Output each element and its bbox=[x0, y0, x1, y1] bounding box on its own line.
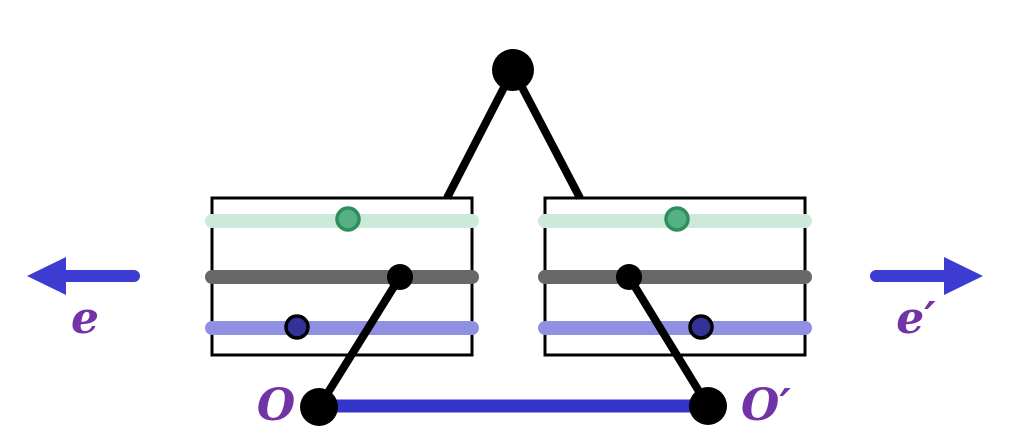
left-arrow-head-icon bbox=[27, 257, 66, 295]
label-e: e bbox=[71, 293, 99, 344]
origin-node-O-prime bbox=[689, 387, 727, 425]
left-green-marker bbox=[335, 206, 361, 232]
right-arrow bbox=[870, 257, 983, 295]
label-e-prime: e′ bbox=[896, 293, 936, 344]
right-arrow-head-icon bbox=[944, 257, 983, 295]
apex-node bbox=[492, 49, 534, 91]
apex-to-left-block-edge bbox=[443, 68, 517, 200]
left-navy-marker bbox=[284, 314, 310, 340]
origin-node-O bbox=[300, 388, 338, 426]
apex-to-right-block-edge bbox=[509, 68, 584, 200]
left-band-node-to-origin-edge bbox=[315, 274, 404, 410]
left-arrow bbox=[27, 257, 140, 295]
right-green-marker bbox=[664, 206, 690, 232]
label-O-prime: O′ bbox=[741, 380, 791, 431]
right-gray-band-node bbox=[616, 264, 642, 290]
right-band-node-to-origin-edge bbox=[625, 274, 712, 409]
right-navy-marker bbox=[688, 314, 714, 340]
left-gray-band-node bbox=[387, 264, 413, 290]
label-O: O bbox=[257, 380, 295, 431]
